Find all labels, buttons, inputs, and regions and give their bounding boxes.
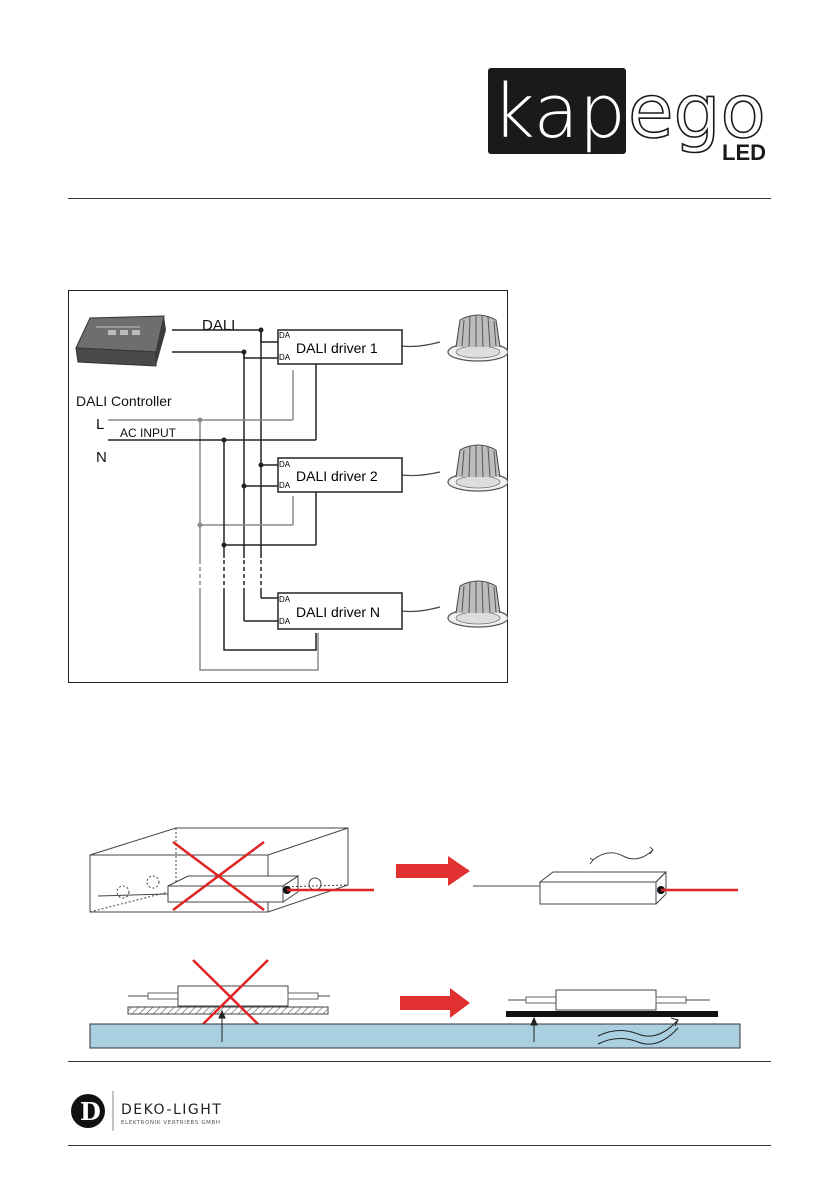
downlight-icon: [448, 315, 508, 361]
svg-text:D: D: [80, 1097, 101, 1126]
mounting-surface: [90, 1024, 740, 1048]
wiring-diagram: DALI DALI Controller L N AC INPUT: [68, 290, 508, 683]
da-label: DA: [279, 460, 291, 469]
da-label: DA: [279, 595, 291, 604]
footer-divider-top: [68, 1061, 771, 1062]
footer-divider-bottom: [68, 1145, 771, 1146]
brand-part1: kap: [492, 69, 626, 155]
dali-driver-2: DA DA DALI driver 2: [278, 458, 402, 492]
open-install-correct: [473, 847, 666, 904]
n-label: N: [96, 449, 107, 466]
company-name: DEKO-LIGHT: [121, 1102, 222, 1118]
driver-2-label: DALI driver 2: [296, 468, 378, 484]
dali-controller-device: [76, 316, 166, 366]
downlight-icon: [448, 581, 508, 627]
da-label: DA: [279, 353, 291, 362]
da-label: DA: [279, 481, 291, 490]
company-sub: ELEKTRONIK VERTRIEBS GMBH: [121, 1120, 221, 1126]
driver-n-label: DALI driver N: [296, 604, 380, 620]
dali-driver-1: DA DA DALI driver 1: [278, 330, 402, 364]
driver-1-label: DALI driver 1: [296, 340, 378, 356]
deko-light-logo: D DEKO-LIGHT ELEKTRONIK VERTRIEBS GMBH: [68, 1086, 308, 1136]
dali-driver-n: DA DA DALI driver N: [278, 593, 402, 629]
downlight-icon: [448, 445, 508, 491]
kapego-logo-text: kap ego LED: [480, 60, 780, 170]
brand-sub: LED: [722, 140, 766, 165]
controller-label: DALI Controller: [76, 393, 172, 409]
arrow-right-icon: [396, 856, 470, 886]
ac-input-label: AC INPUT: [120, 426, 177, 440]
dali-bus-label: DALI: [202, 317, 235, 334]
da-label: DA: [279, 331, 291, 340]
l-label: L: [96, 416, 104, 433]
metal-plate-install-correct: [506, 990, 718, 1017]
enclosed-install-wrong: [90, 828, 348, 912]
da-label: DA: [279, 617, 291, 626]
arrow-right-icon: [400, 988, 470, 1018]
header-divider: [68, 198, 771, 199]
installation-diagram: [78, 820, 758, 1052]
